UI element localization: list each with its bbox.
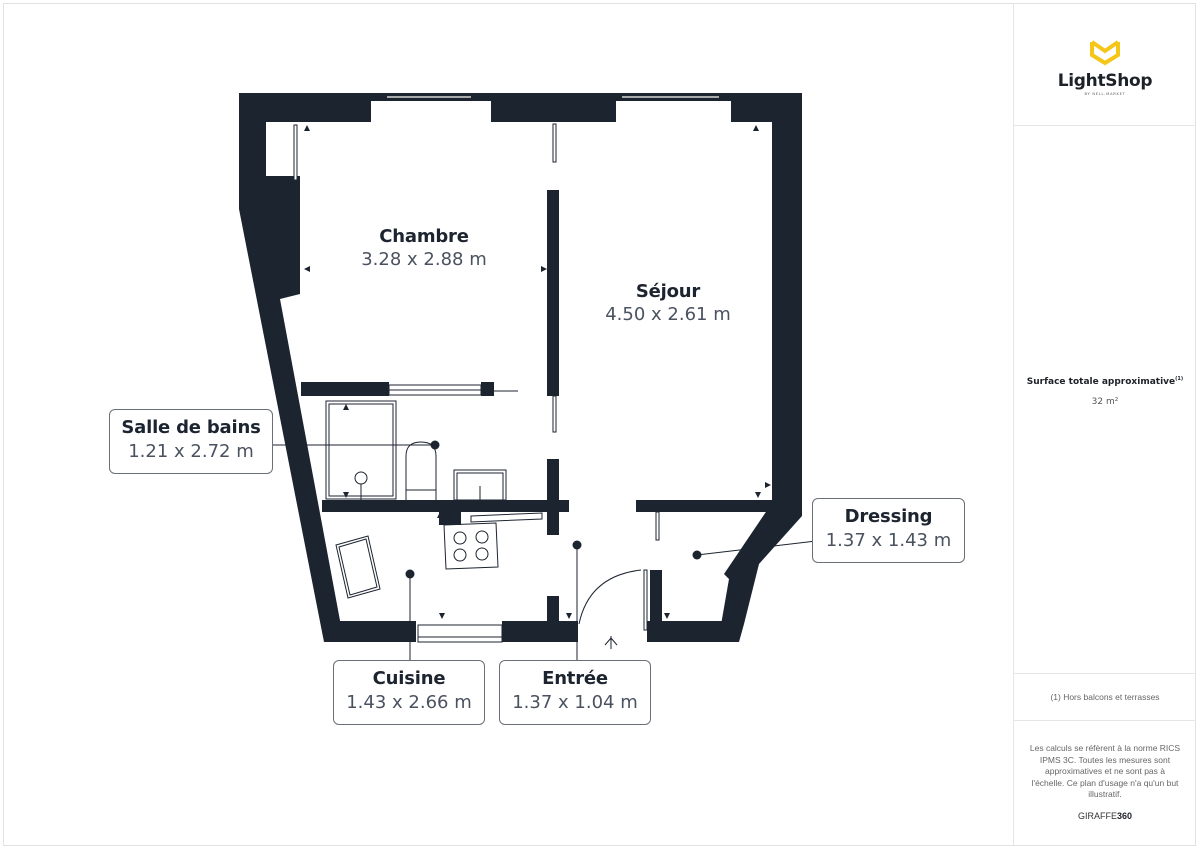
room-name: Séjour xyxy=(635,281,701,302)
room-name: Salle de bains xyxy=(121,417,261,438)
dimension-arrows xyxy=(304,125,771,619)
room-name: Cuisine xyxy=(372,668,446,689)
footnote-text: (1) Hors balcons et terrasses xyxy=(1050,692,1160,702)
brand-tagline: BY NELL-MARKET xyxy=(1084,92,1126,96)
disclaimer-cell: Les calculs se réfèrent à la norme RICS … xyxy=(1014,721,1196,845)
room-dimensions: 3.28 x 2.88 m xyxy=(361,249,487,270)
footnote-ref: (1) xyxy=(1175,376,1184,382)
surface-title-text: Surface totale approximative xyxy=(1026,377,1176,387)
walls xyxy=(239,93,802,642)
provider-suffix: 360 xyxy=(1116,811,1133,821)
room-dimensions: 1.37 x 1.04 m xyxy=(512,692,638,713)
lightshop-logo-icon xyxy=(1090,40,1120,66)
callout-entree: Entrée 1.37 x 1.04 m xyxy=(499,660,651,725)
info-panel: LightShop BY NELL-MARKET Surface totale … xyxy=(1013,4,1196,845)
room-name: Chambre xyxy=(379,226,469,247)
callout-dressing: Dressing 1.37 x 1.43 m xyxy=(812,498,965,563)
callout-cuisine: Cuisine 1.43 x 2.66 m xyxy=(333,660,485,725)
surface-value: 32 m² xyxy=(1091,397,1119,407)
surface-title: Surface totale approximative(1) xyxy=(1014,376,1196,387)
floor-plan-drawing xyxy=(239,93,817,664)
provider-brand: GIRAFFE360 xyxy=(1014,811,1196,821)
provider-prefix: GIRAFFE xyxy=(1077,811,1117,821)
room-label-chambre: Chambre 3.28 x 2.88 m xyxy=(344,226,504,272)
room-dimensions: 1.37 x 1.43 m xyxy=(825,530,952,551)
room-name: Dressing xyxy=(844,506,933,527)
room-label-sejour: Séjour 4.50 x 2.61 m xyxy=(588,281,748,327)
floor-plan-sheet: Chambre 3.28 x 2.88 m Séjour 4.50 x 2.61… xyxy=(3,3,1196,846)
leader-lines xyxy=(272,444,817,664)
floor-plan-area: Chambre 3.28 x 2.88 m Séjour 4.50 x 2.61… xyxy=(4,4,1013,845)
fixtures xyxy=(325,400,543,599)
brand-logo-cell: LightShop BY NELL-MARKET xyxy=(1014,4,1196,126)
room-dimensions: 4.50 x 2.61 m xyxy=(605,304,731,325)
disclaimer-text: Les calculs se réfèrent à la norme RICS … xyxy=(1029,743,1181,799)
footnote-cell: (1) Hors balcons et terrasses xyxy=(1014,674,1196,721)
surface-summary-cell: Surface totale approximative(1) 32 m² xyxy=(1014,126,1196,674)
room-dimensions: 1.21 x 2.72 m xyxy=(128,441,254,462)
windows xyxy=(371,96,731,643)
brand-name: LightShop xyxy=(1057,71,1153,91)
callout-salle-de-bains: Salle de bains 1.21 x 2.72 m xyxy=(109,409,273,474)
doors xyxy=(293,123,660,649)
room-markers xyxy=(405,440,702,579)
room-dimensions: 1.43 x 2.66 m xyxy=(346,692,472,713)
room-name: Entrée xyxy=(542,668,608,689)
